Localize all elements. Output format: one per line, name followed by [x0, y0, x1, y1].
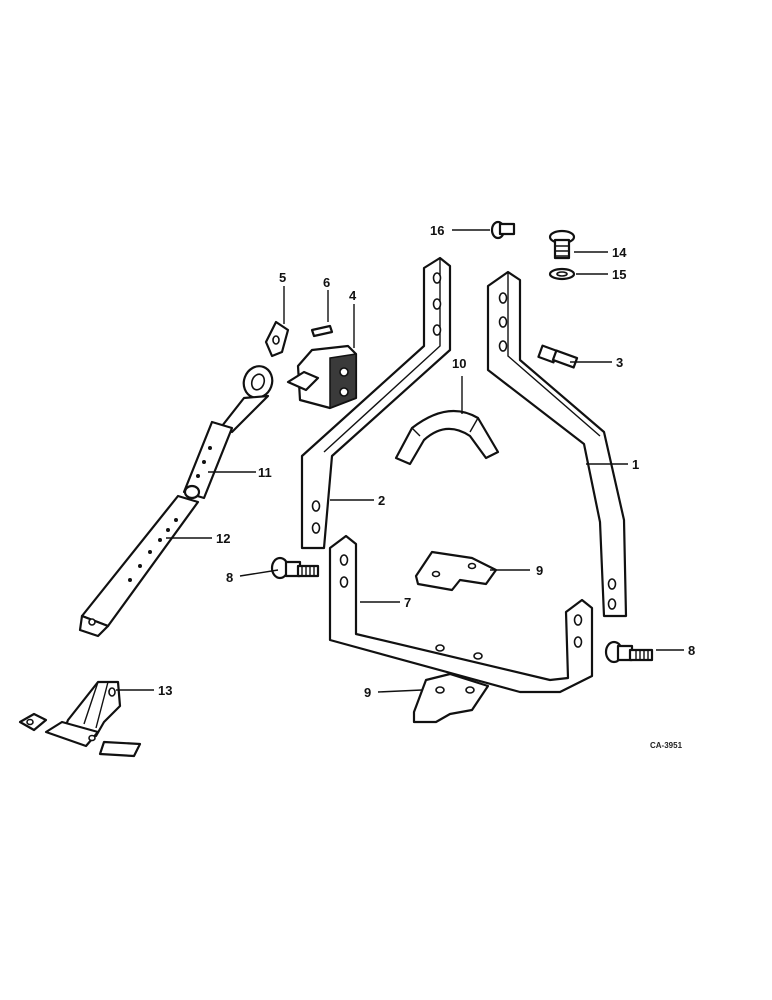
- callout-8-left: 8: [226, 570, 233, 585]
- part-15-washer: [548, 267, 576, 281]
- part-8-bolt-right: [604, 640, 654, 664]
- callout-7: 7: [404, 595, 411, 610]
- drawing-code: CA-3951: [650, 741, 683, 750]
- part-6-key: [310, 324, 334, 338]
- part-3-pin: [537, 344, 579, 369]
- part-9-plate-upper: [414, 550, 498, 592]
- part-14-capbolt: [548, 229, 576, 260]
- callout-2: 2: [378, 493, 385, 508]
- callout-11: 11: [258, 465, 272, 480]
- callout-13: 13: [158, 683, 172, 698]
- part-10-saddle: [394, 409, 500, 466]
- part-11-12-link: [78, 365, 274, 638]
- callout-5: 5: [279, 270, 286, 285]
- callout-8-right: 8: [688, 643, 695, 658]
- callout-4: 4: [349, 288, 357, 303]
- callout-14: 14: [612, 245, 627, 260]
- part-1-right-bracket: [486, 270, 628, 618]
- leader-lines: [116, 229, 684, 693]
- part-2-left-bracket: [300, 256, 452, 550]
- part-16-bolt: [490, 220, 516, 240]
- part-4-block: [286, 344, 358, 410]
- part-9-plate-lower: [412, 672, 490, 724]
- part-13-stand: [18, 680, 142, 758]
- callout-16: 16: [430, 223, 444, 238]
- callout-3: 3: [616, 355, 623, 370]
- callout-10: 10: [452, 356, 466, 371]
- callout-9-upper: 9: [536, 563, 543, 578]
- callout-1: 1: [632, 457, 639, 472]
- callout-12: 12: [216, 531, 230, 546]
- callout-15: 15: [612, 267, 626, 282]
- part-8-bolt-left: [270, 556, 320, 580]
- callout-9-lower: 9: [364, 685, 371, 700]
- callout-labels: 1 2 3 4 5 6 7 8 8 9 9 10 11 12 13 14 15 …: [158, 223, 695, 700]
- part-7-u-strap: [328, 534, 594, 694]
- part-5-clip: [264, 320, 290, 358]
- callout-6: 6: [323, 275, 330, 290]
